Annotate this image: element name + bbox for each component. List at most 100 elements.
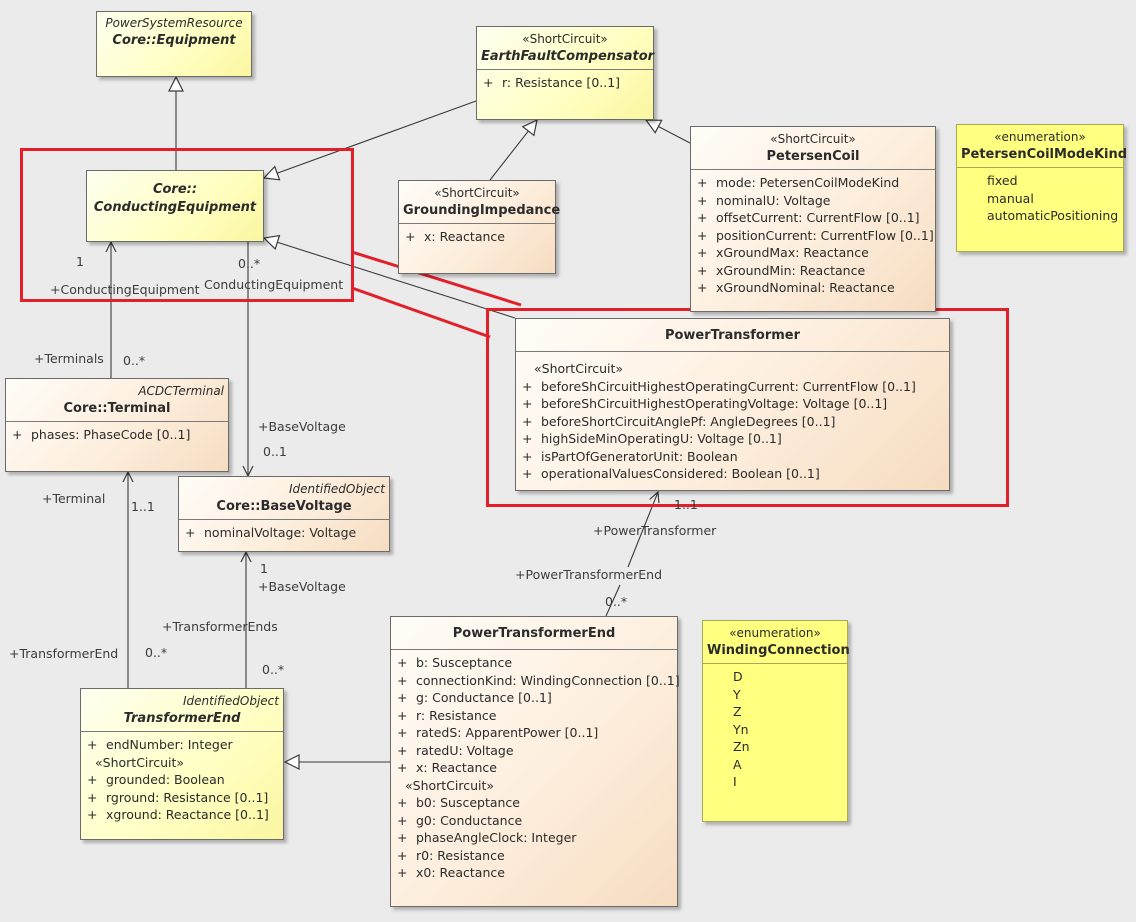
attribute-row[interactable]: +xGroundMin: Reactance xyxy=(697,262,929,280)
gen-grounding-efc xyxy=(489,120,537,181)
attribute-row[interactable]: +r: Resistance [0..1] xyxy=(483,74,647,92)
class-terminal[interactable]: ACDCTerminal Core::Terminal +phases: Pha… xyxy=(5,378,229,472)
visibility-marker: + xyxy=(185,525,196,540)
attribute-row[interactable]: +grounded: Boolean xyxy=(87,771,277,789)
attribute-row[interactable]: +ratedU: Voltage xyxy=(397,742,671,760)
attribute-text: grounded: Boolean xyxy=(106,772,225,787)
enum-literal[interactable]: fixed xyxy=(987,173,1018,188)
attribute-row[interactable]: +operationalValuesConsidered: Boolean [0… xyxy=(522,465,943,483)
class-grounding-impedance[interactable]: «ShortCircuit» GroundingImpedance +x: Re… xyxy=(398,180,560,274)
enum-literal[interactable]: Zn xyxy=(733,739,750,754)
attribute-list: +phases: PhaseCode [0..1] xyxy=(6,422,228,448)
attribute-row[interactable]: +offsetCurrent: CurrentFlow [0..1] xyxy=(697,209,929,227)
enum-literal[interactable]: I xyxy=(733,774,737,789)
attribute-row[interactable]: +beforeShortCircuitAnglePf: AngleDegrees… xyxy=(522,413,943,431)
attribute-text: x0: Reactance xyxy=(416,865,505,880)
attribute-text: ratedS: ApparentPower [0..1] xyxy=(416,725,599,740)
attribute-list: +mode: PetersenCoilModeKind+nominalU: Vo… xyxy=(691,170,935,301)
attribute-row[interactable]: +x: Reactance xyxy=(397,759,671,777)
attribute-row[interactable]: +phaseAngleClock: Integer xyxy=(397,829,671,847)
label-ce-role-1: +ConductingEquipment xyxy=(50,282,200,297)
class-conducting-equipment[interactable]: Core:: ConductingEquipment xyxy=(86,170,264,242)
class-power-transformer-end[interactable]: PowerTransformerEnd +b: Susceptance+conn… xyxy=(390,616,680,907)
label-transformerends-role: +TransformerEnds xyxy=(162,619,278,634)
stereotype: PowerSystemResource xyxy=(105,16,243,30)
enum-literal[interactable]: Z xyxy=(733,704,742,719)
visibility-marker: + xyxy=(397,865,408,880)
enum-literal[interactable]: A xyxy=(733,756,742,772)
class-name: Core::Equipment xyxy=(112,33,236,48)
attribute-row[interactable]: +phases: PhaseCode [0..1] xyxy=(12,426,222,444)
attribute-text: beforeShCircuitHighestOperatingVoltage: … xyxy=(541,396,888,411)
attribute-row[interactable]: +g0: Conductance xyxy=(397,812,671,830)
label-terminals-mult: 0..* xyxy=(123,353,146,368)
class-power-transformer[interactable]: PowerTransformer «ShortCircuit» +beforeS… xyxy=(515,318,950,491)
attribute-list: +x: Reactance xyxy=(399,224,555,250)
enum-petersen-coil-mode-kind[interactable]: «enumeration» PetersenCoilModeKind fixed… xyxy=(956,124,1127,252)
label-basevoltage-mult-1: 0..1 xyxy=(263,444,287,459)
attribute-row[interactable]: +highSideMinOperatingU: Voltage [0..1] xyxy=(522,430,943,448)
class-earth-fault-compensator[interactable]: «ShortCircuit» EarthFaultCompensator +r:… xyxy=(476,26,654,120)
attribute-row[interactable]: +mode: PetersenCoilModeKind xyxy=(697,174,929,192)
visibility-marker: + xyxy=(697,192,708,208)
visibility-marker: + xyxy=(697,245,708,260)
attribute-row[interactable]: +positionCurrent: CurrentFlow [0..1] xyxy=(697,227,934,245)
visibility-marker: + xyxy=(87,737,98,752)
label-terminals-role: +Terminals xyxy=(34,351,104,366)
visibility-marker: + xyxy=(397,847,408,863)
label-pte-mult: 0..* xyxy=(605,594,628,609)
attribute-row[interactable]: +rground: Resistance [0..1] xyxy=(87,789,277,807)
visibility-marker: + xyxy=(87,807,98,822)
attribute-row[interactable]: +beforeShCircuitHighestOperatingCurrent:… xyxy=(522,378,943,396)
class-base-voltage[interactable]: IdentifiedObject Core::BaseVoltage +nomi… xyxy=(178,476,390,552)
attribute-text: isPartOfGeneratorUnit: Boolean xyxy=(541,448,738,464)
gen-transformer-conducting xyxy=(264,238,516,319)
class-transformer-end[interactable]: IdentifiedObject TransformerEnd +endNumb… xyxy=(80,688,284,840)
attribute-text: x: Reactance xyxy=(424,229,505,244)
visibility-marker: + xyxy=(522,396,533,411)
section-stereotype: «ShortCircuit» xyxy=(405,777,495,793)
class-name: EarthFaultCompensator xyxy=(481,49,655,64)
attribute-row[interactable]: +x: Reactance xyxy=(405,228,549,246)
enum-literal[interactable]: Yn xyxy=(733,721,749,737)
enum-literal[interactable]: Y xyxy=(733,686,741,702)
attribute-row[interactable]: +xGroundMax: Reactance xyxy=(697,244,929,262)
class-name: PowerTransformerEnd xyxy=(452,626,616,641)
attribute-row[interactable]: +g: Conductance [0..1] xyxy=(397,689,671,707)
literal-list: fixed manual automaticPositioning xyxy=(957,168,1123,229)
attribute-text: operationalValuesConsidered: Boolean [0.… xyxy=(541,466,820,481)
attribute-row[interactable]: +b: Susceptance xyxy=(397,654,671,672)
attribute-row[interactable]: +xGroundNominal: Reactance xyxy=(697,279,929,297)
attribute-row[interactable]: +r0: Resistance xyxy=(397,847,671,865)
attribute-row[interactable]: +r: Resistance xyxy=(397,707,671,725)
attribute-row[interactable]: + beforeShCircuitHighestOperatingVoltage:… xyxy=(522,395,943,413)
enum-literal[interactable]: manual xyxy=(987,190,1034,206)
attribute-row[interactable]: +connectionKind: WindingConnection [0..1… xyxy=(397,672,680,690)
visibility-marker: + xyxy=(397,795,408,810)
enum-literal[interactable]: D xyxy=(733,669,743,684)
stereotype: «ShortCircuit» xyxy=(522,32,608,46)
attribute-text: endNumber: Integer xyxy=(106,737,233,752)
attribute-row[interactable]: +xground: Reactance [0..1] xyxy=(87,806,277,824)
enum-literal[interactable]: automaticPositioning xyxy=(987,208,1119,223)
stereotype: «enumeration» xyxy=(994,130,1086,144)
class-petersen-coil[interactable]: «ShortCircuit» PetersenCoil +mode: Peter… xyxy=(690,126,936,312)
attribute-row[interactable]: + endNumber: Integer xyxy=(87,736,277,754)
label-ce-mult-2: 0..* xyxy=(238,256,261,271)
class-equipment[interactable]: PowerSystemResource Core::Equipment xyxy=(96,11,252,77)
class-name: TransformerEnd xyxy=(123,711,241,726)
attribute-row[interactable]: +b0: Susceptance xyxy=(397,794,671,812)
attribute-text: rground: Resistance [0..1] xyxy=(106,789,269,805)
attribute-row[interactable]: +nominalVoltage: Voltage xyxy=(185,524,383,542)
stereotype: «enumeration» xyxy=(729,626,821,640)
visibility-marker: + xyxy=(397,742,408,758)
sc-attribute-list: +grounded: Boolean+rground: Resistance [… xyxy=(87,771,277,824)
attribute-text: mode: PetersenCoilModeKind xyxy=(716,175,900,190)
attribute-row[interactable]: +isPartOfGeneratorUnit: Boolean xyxy=(522,448,943,466)
attribute-row[interactable]: +nominalU: Voltage xyxy=(697,192,929,210)
attribute-row[interactable]: + x0: Reactance xyxy=(397,864,671,882)
attribute-row[interactable]: +ratedS: ApparentPower [0..1] xyxy=(397,724,671,742)
